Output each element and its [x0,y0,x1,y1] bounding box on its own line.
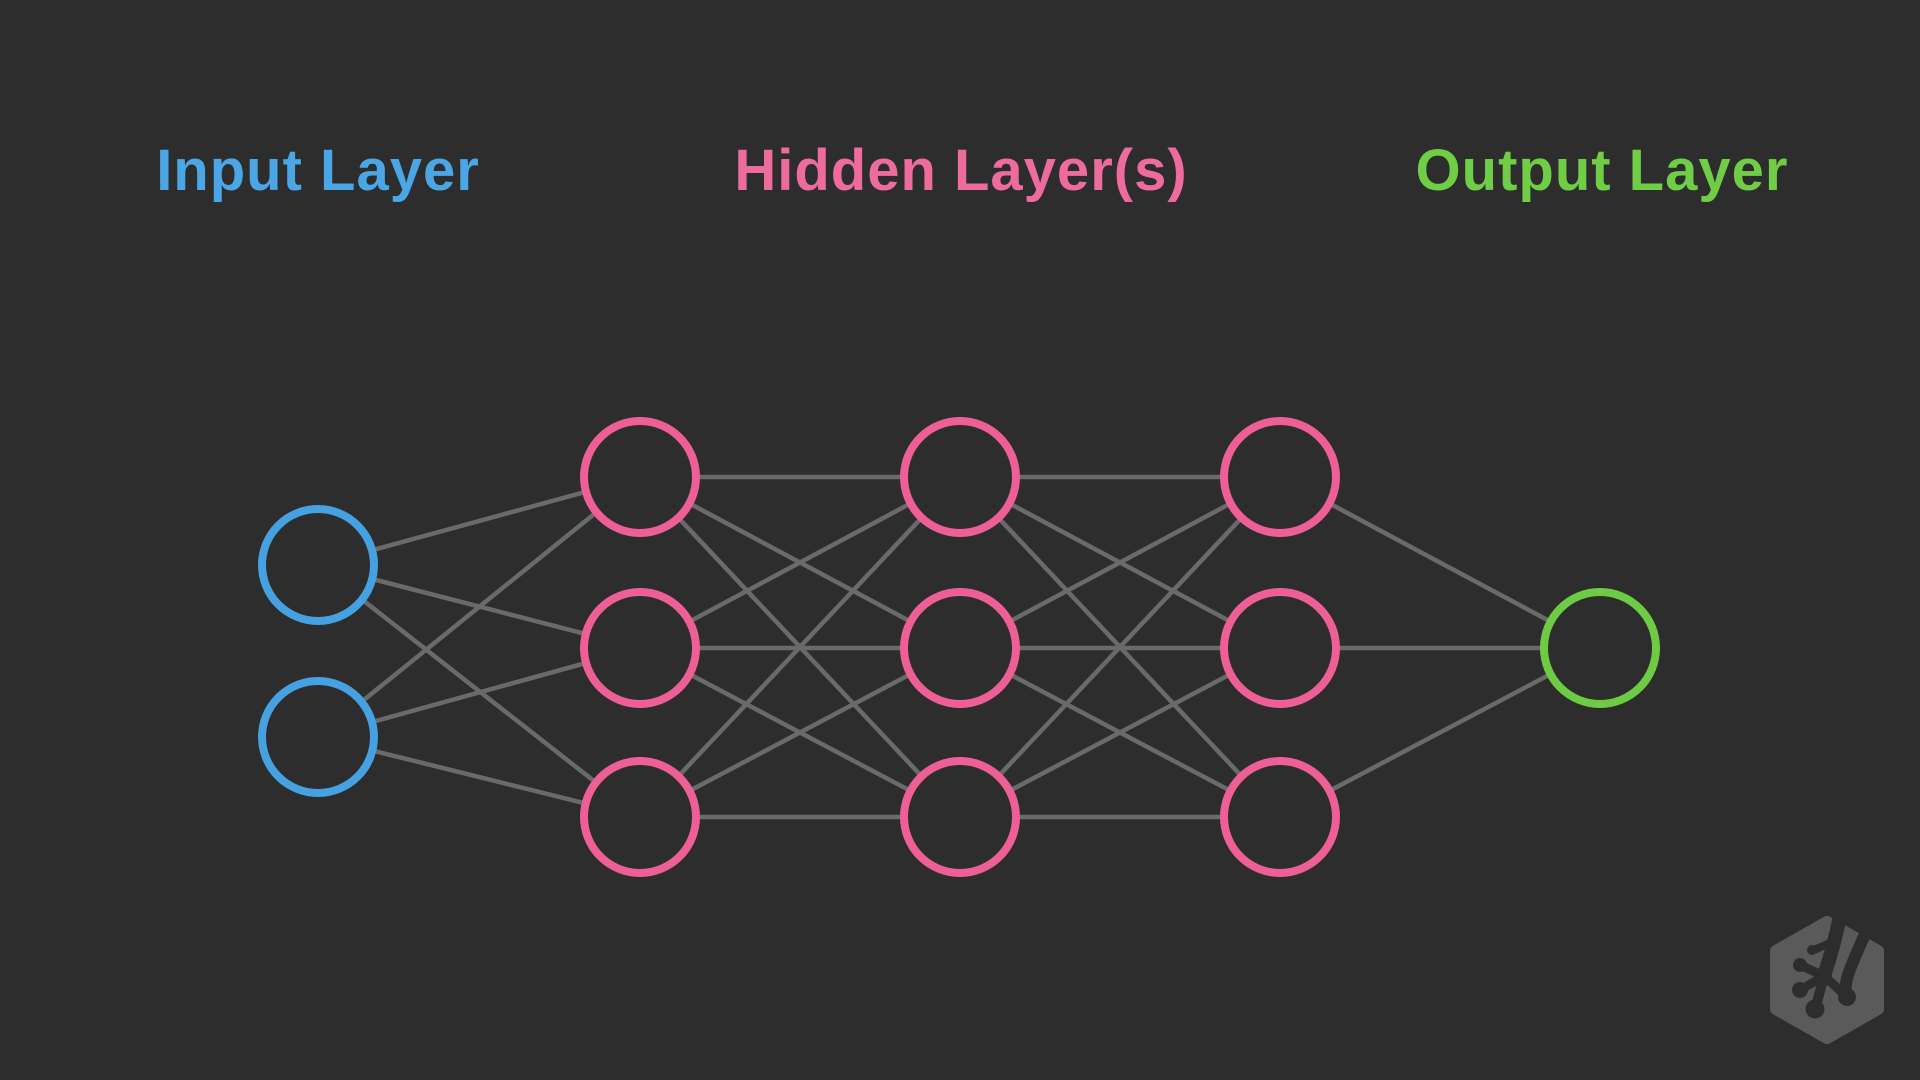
node-hidden-3-1 [1220,417,1340,537]
node-hidden-1-1 [580,417,700,537]
logo-branch-pads [1792,945,1856,1019]
node-hidden-1-3 [580,757,700,877]
edge-hidden-3-1-to-output-1 [1278,475,1602,650]
edge-hidden-1-2-to-hidden-2-1 [638,475,962,650]
edge-hidden-2-2-to-hidden-3-1 [958,475,1282,650]
node-input-2 [258,677,378,797]
node-hidden-1-2 [580,588,700,708]
node-hidden-2-3 [900,757,1020,877]
edge-hidden-1-3-to-hidden-2-2 [638,646,962,819]
edge-hidden-1-3-to-hidden-2-1 [638,475,962,819]
label-output: Output Layer [1415,138,1789,203]
edge-hidden-3-3-to-output-1 [1278,646,1602,819]
node-hidden-3-2 [1220,588,1340,708]
node-hidden-3-3 [1220,757,1340,877]
edge-hidden-2-3-to-hidden-3-1 [958,475,1282,819]
node-hidden-2-1 [900,417,1020,537]
node-output-1 [1540,588,1660,708]
node-hidden-2-2 [900,588,1020,708]
edge-input-2-to-hidden-1-1 [316,475,642,739]
label-input: Input Layer [156,138,480,203]
edge-hidden-2-3-to-hidden-3-2 [958,646,1282,819]
node-input-1 [258,505,378,625]
label-hidden: Hidden Layer(s) [734,138,1188,203]
treehouse-logo-icon [1770,916,1884,1044]
